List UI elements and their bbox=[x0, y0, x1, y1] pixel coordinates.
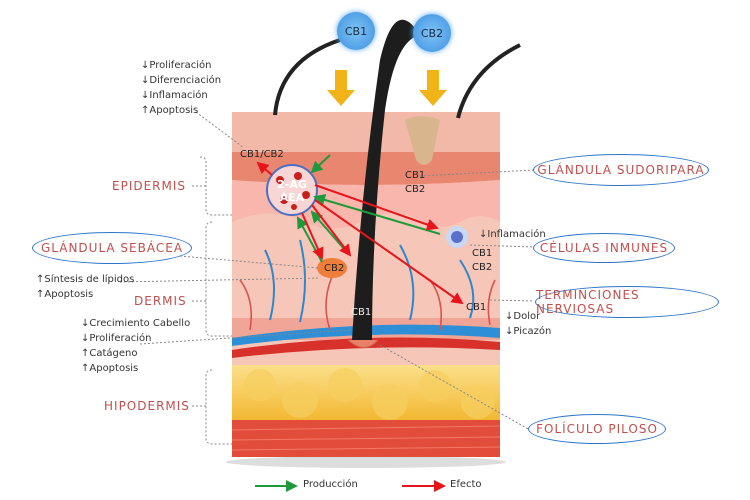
hair-follicle-receptor: CB1 bbox=[351, 307, 372, 318]
hair-follicle-label: FOLÍCULO PILOSO bbox=[528, 414, 666, 444]
layer-dermis: DERMIS bbox=[134, 294, 187, 308]
immune-receptors: CB1 CB2 bbox=[472, 247, 492, 275]
effect: ↑Apoptosis bbox=[141, 105, 199, 116]
immune-effects: ↓Inflamación bbox=[479, 227, 546, 242]
receptor: CB2 bbox=[405, 184, 426, 195]
effect: ↓Inflamación bbox=[479, 229, 546, 240]
layer-epidermis: EPIDERMIS bbox=[112, 179, 187, 193]
nerve-receptor: CB1 bbox=[466, 302, 487, 313]
sweat-gland-label: GLÁNDULA SUDORIPARA bbox=[533, 154, 709, 186]
endocannabinoids: 2-AG AEA bbox=[276, 178, 308, 204]
epidermis-receptor: CB1/CB2 bbox=[240, 149, 284, 160]
receptor: CB1 bbox=[405, 170, 426, 181]
effect: ↓Proliferación bbox=[141, 60, 212, 71]
2ag-label: 2-AG bbox=[277, 178, 307, 191]
effect: ↓Diferenciación bbox=[141, 75, 222, 86]
layer-hipodermis: HIPODERMIS bbox=[104, 399, 190, 413]
effect: ↑Apoptosis bbox=[36, 289, 94, 300]
aea-label: AEA bbox=[279, 191, 305, 204]
cb1-receptor-badge: CB1 bbox=[337, 12, 375, 50]
effect: ↓Crecimiento Cabello bbox=[81, 318, 191, 329]
sebaceous-receptor: CB2 bbox=[324, 263, 345, 274]
sweat-gland-receptors: CB1 CB2 bbox=[405, 169, 425, 197]
legend-production: Producción bbox=[303, 479, 358, 490]
sebaceous-effects: ↑Síntesis de lípidos ↑Apoptosis bbox=[36, 272, 134, 302]
nerve-endings-label: TERMINCIONES NERVIOSAS bbox=[535, 286, 719, 318]
epidermis-effects: ↓Proliferación ↓Diferenciación ↓Inflamac… bbox=[141, 58, 221, 118]
effect: ↑Síntesis de lípidos bbox=[36, 274, 135, 285]
effect: ↑Catágeno bbox=[81, 348, 138, 359]
effect: ↓Picazón bbox=[505, 326, 552, 337]
receptor: CB2 bbox=[472, 262, 493, 273]
sebaceous-gland-label: GLÁNDULA SEBÁCEA bbox=[32, 232, 192, 264]
immune-cells-label: CÉLULAS INMUNES bbox=[533, 233, 675, 263]
hair-follicle-effects: ↓Crecimiento Cabello ↓Proliferación ↑Cat… bbox=[81, 316, 190, 376]
legend-effect: Efecto bbox=[450, 479, 482, 490]
cb2-receptor-badge: CB2 bbox=[413, 14, 451, 52]
effect: ↓Proliferación bbox=[81, 333, 152, 344]
effect: ↓Inflamación bbox=[141, 90, 208, 101]
nerve-effects: ↓Dolor ↓Picazón bbox=[505, 309, 551, 339]
effect: ↓Dolor bbox=[505, 311, 541, 322]
effect: ↑Apoptosis bbox=[81, 363, 139, 374]
receptor: CB1 bbox=[472, 248, 493, 259]
